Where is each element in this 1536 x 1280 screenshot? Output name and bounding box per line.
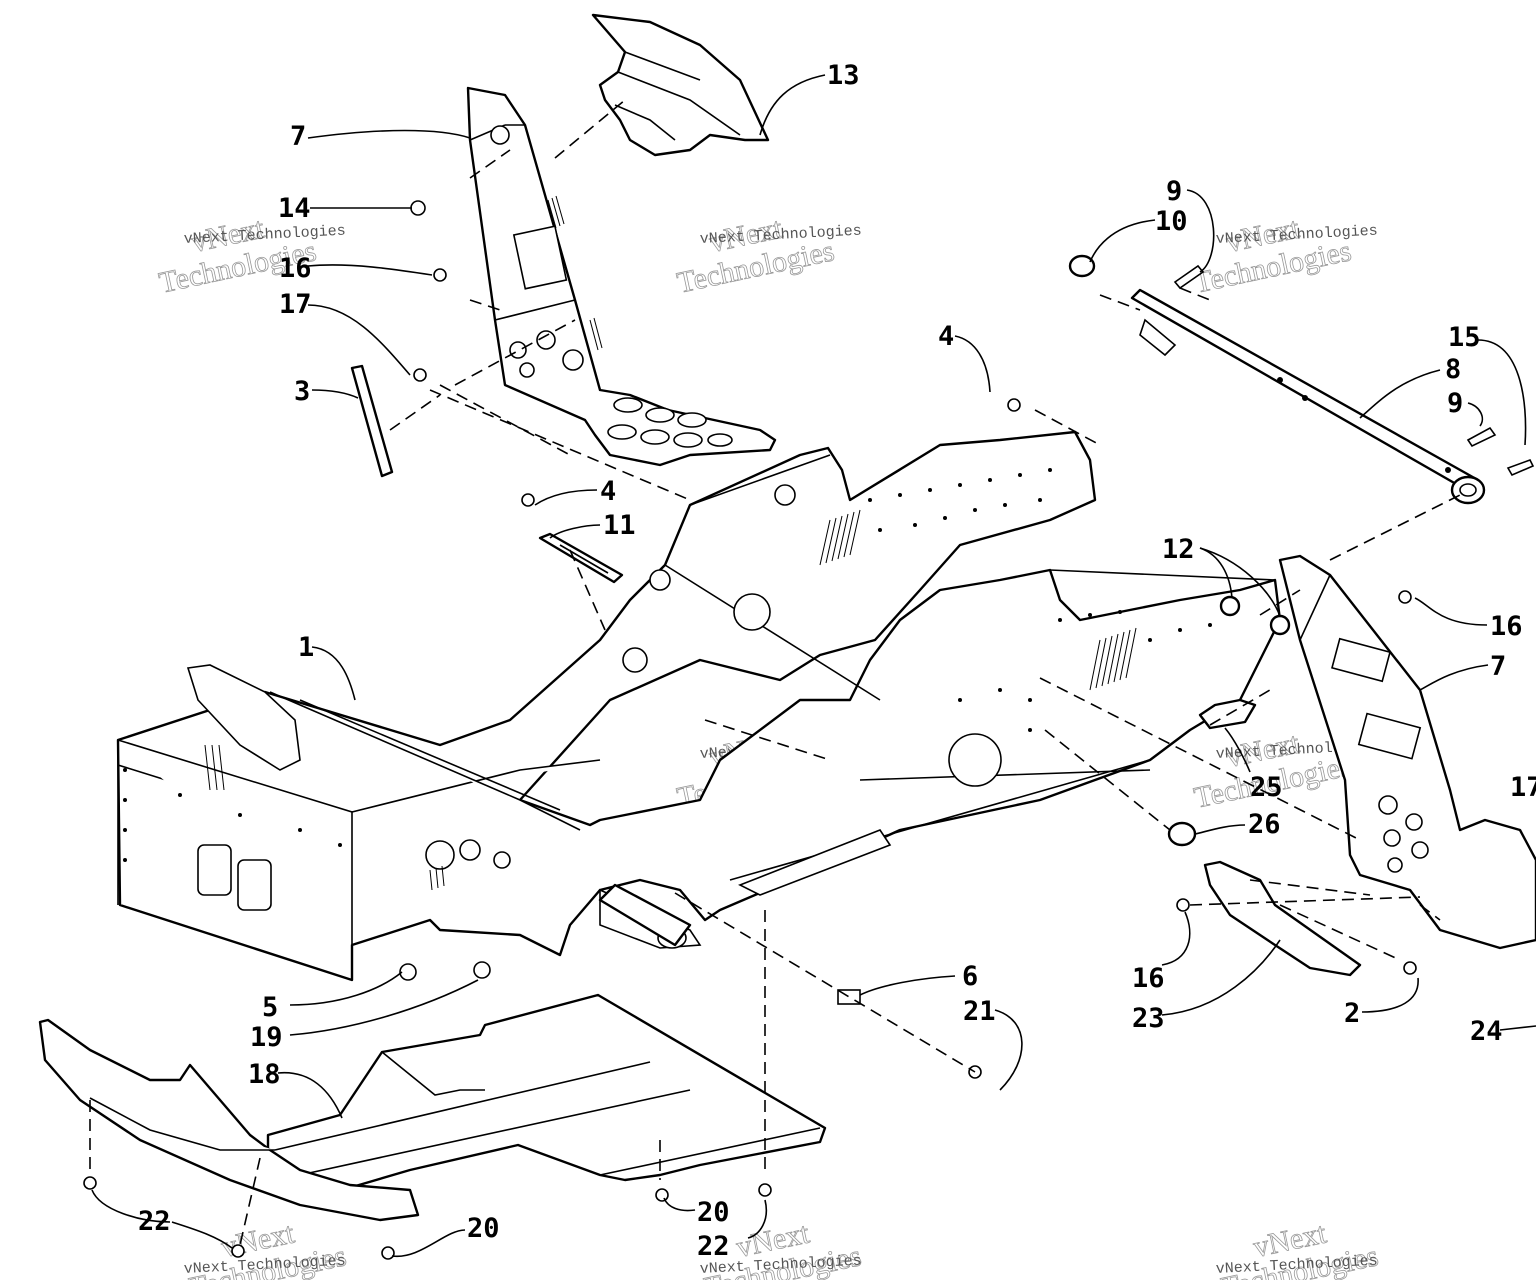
belly-pan-part [266,993,827,1197]
callout-13: 13 [827,60,860,91]
plug-part [1167,821,1197,847]
callout-labels: 13 7 14 16 17 3 4 11 1 5 19 18 22 20 20 … [138,60,1536,1262]
callout-21: 21 [963,996,996,1027]
reinforcement-plate-part [538,532,624,584]
callout-26: 26 [1248,809,1281,840]
callout-11: 11 [603,510,636,541]
callout-20: 20 [697,1197,730,1228]
callout-25: 25 [1250,772,1283,803]
front-frame-part [116,430,1282,982]
nut-part [1219,595,1291,636]
steering-cover-part [591,13,770,157]
callout-18: 18 [248,1059,281,1090]
callout-10: 10 [1155,206,1188,237]
mounting-bracket-part [1203,860,1362,977]
callout-8: 8 [1445,354,1461,385]
bolt-part [1173,264,1535,477]
callout-12: 12 [1162,534,1195,565]
callout-9: 9 [1447,388,1463,419]
callout-19: 19 [250,1022,283,1053]
callout-16: 16 [1132,963,1165,994]
callout-22: 22 [138,1206,171,1237]
steering-rod-part [350,364,394,478]
callout-4: 4 [938,321,954,352]
callout-16: 16 [279,253,312,284]
fastener-part [83,200,1417,1260]
callout-14: 14 [278,193,311,224]
callout-15: 15 [1448,322,1481,353]
callout-4: 4 [600,476,616,507]
steering-support-right-part [1278,554,1536,950]
callout-9: 9 [1166,176,1182,207]
callout-23: 23 [1132,1003,1165,1034]
bushing-part [1068,254,1096,278]
callout-17: 17 [279,289,312,320]
steering-bar-part [1130,288,1486,505]
steering-support-left-part [466,86,777,467]
nose-cone-part [38,1018,420,1222]
callout-16: 16 [1490,611,1523,642]
callout-1: 1 [298,632,314,663]
assembly-lines [89,99,1461,1246]
callout-20: 20 [467,1213,500,1244]
callout-24: 24 [1470,1016,1503,1047]
callout-3: 3 [294,376,310,407]
callout-22: 22 [697,1231,730,1262]
callout-2: 2 [1344,998,1360,1029]
callout-17: 17 [1510,772,1536,803]
callout-6: 6 [962,961,978,992]
callout-5: 5 [262,992,278,1023]
callout-7: 7 [1490,651,1506,682]
leader-lines [91,74,1536,1258]
cross-tube-part [598,883,692,947]
callout-7: 7 [290,121,306,152]
